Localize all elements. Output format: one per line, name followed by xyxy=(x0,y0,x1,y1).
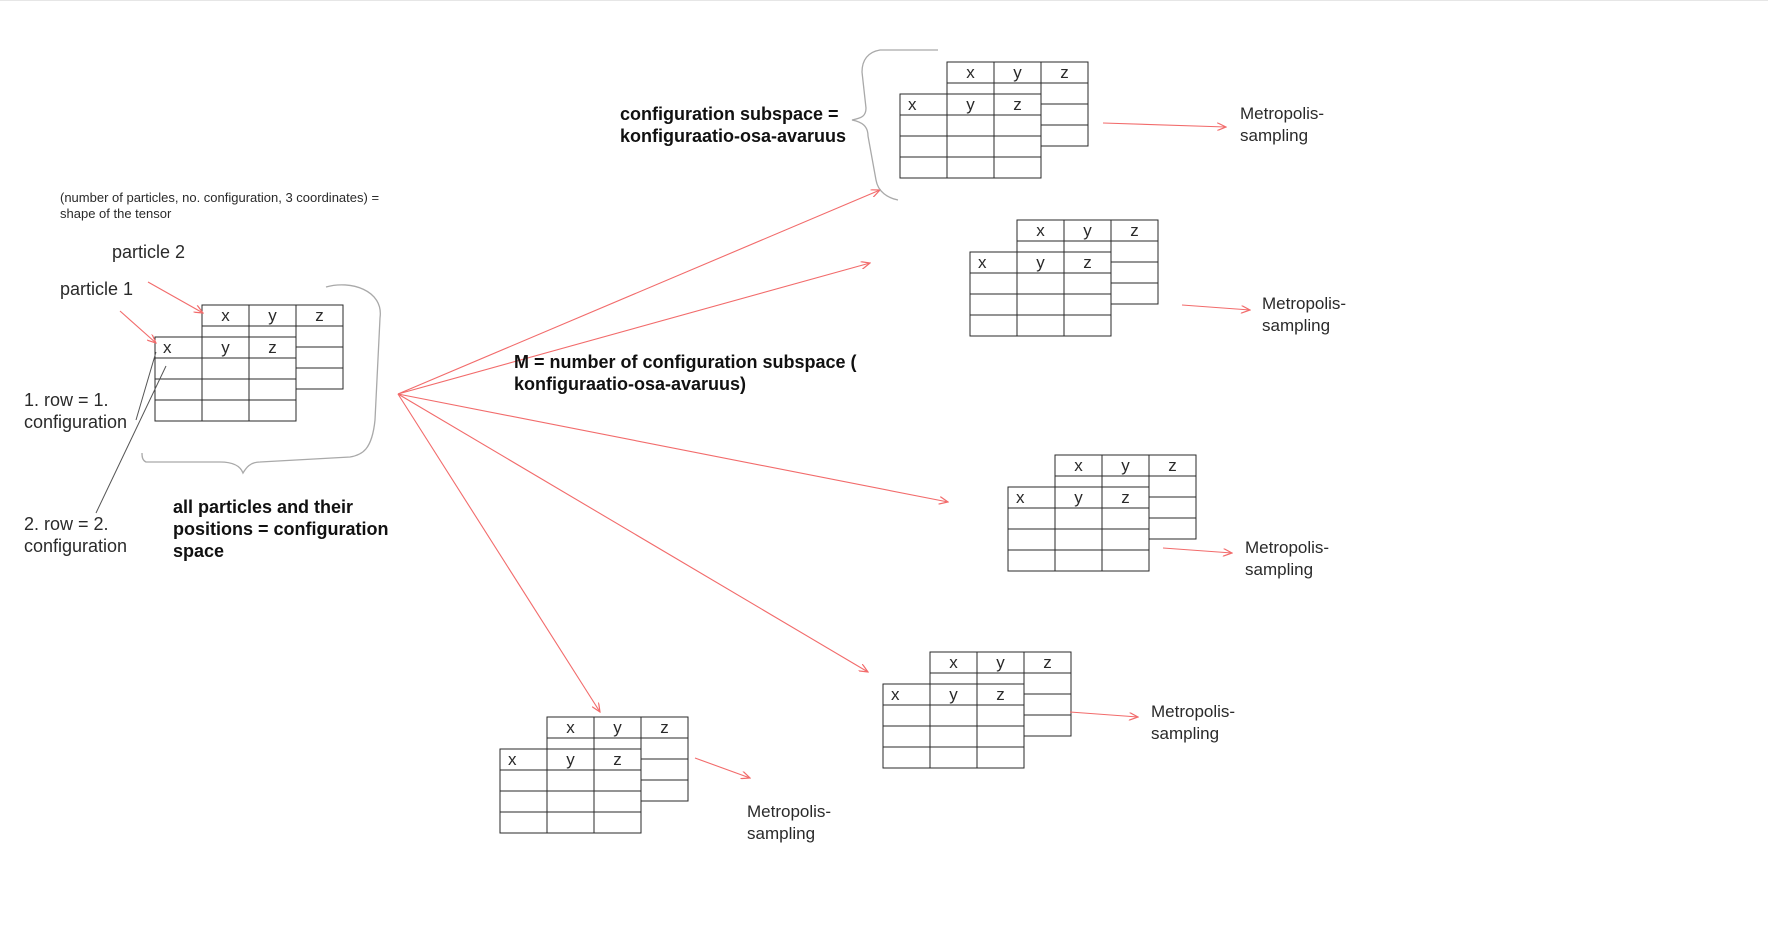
header-z: z xyxy=(660,718,669,737)
header-z: z xyxy=(613,750,622,769)
arrow-particle-2 xyxy=(147,281,203,313)
header-x: x xyxy=(163,338,172,357)
metropolis-sampling-label-4: Metropolis- sampling xyxy=(1151,702,1236,743)
header-x: x xyxy=(978,253,987,272)
metropolis-sampling-label-2: Metropolis- sampling xyxy=(1262,294,1347,335)
header-z: z xyxy=(1013,95,1022,114)
header-y: y xyxy=(996,653,1005,672)
subspace-3-front-table: x y z xyxy=(1007,486,1150,572)
header-z: z xyxy=(1121,488,1130,507)
header-x: x xyxy=(566,718,575,737)
header-y: y xyxy=(268,306,277,325)
header-y: y xyxy=(1083,221,1092,240)
header-y: y xyxy=(1036,253,1045,272)
arrow-to-subspace-1 xyxy=(397,190,880,395)
misc-strokes xyxy=(95,49,938,514)
header-z: z xyxy=(996,685,1005,704)
header-y: y xyxy=(613,718,622,737)
header-x: x xyxy=(891,685,900,704)
header-z: z xyxy=(1168,456,1177,475)
header-y: y xyxy=(566,750,575,769)
header-x: x xyxy=(966,63,975,82)
arrow-to-subspace-2 xyxy=(397,263,870,395)
header-x: x xyxy=(221,306,230,325)
header-y: y xyxy=(1121,456,1130,475)
configuration-subspace-label: configuration subspace = konfiguraatio-o… xyxy=(620,104,847,146)
m-definition-label: M = number of configuration subspace ( k… xyxy=(514,352,857,394)
arrow-to-subspace-5 xyxy=(397,393,600,712)
arrow-sampling-3 xyxy=(1162,547,1232,553)
header-x: x xyxy=(908,95,917,114)
header-y: y xyxy=(966,95,975,114)
header-z: z xyxy=(1043,653,1052,672)
particle-2-label: particle 2 xyxy=(112,242,186,262)
header-z: z xyxy=(1130,221,1139,240)
row-1-pointer-line xyxy=(135,351,157,421)
header-y: y xyxy=(949,685,958,704)
header-z: z xyxy=(1060,63,1069,82)
configuration-space-bracket xyxy=(141,284,381,475)
metropolis-sampling-label-3: Metropolis- sampling xyxy=(1245,538,1330,579)
tensor-shape-note: (number of particles, no. configuration,… xyxy=(60,190,380,221)
configuration-space-label: all particles and their positions = conf… xyxy=(173,497,389,561)
arrow-particle-1 xyxy=(119,310,156,343)
header-x: x xyxy=(508,750,517,769)
header-x: x xyxy=(1074,456,1083,475)
header-x: x xyxy=(949,653,958,672)
configuration-space-front-table: x y z xyxy=(154,336,297,422)
arrow-sampling-5 xyxy=(694,757,750,778)
header-y: y xyxy=(1013,63,1022,82)
arrow-sampling-2 xyxy=(1181,304,1250,310)
subspace-5-front-table: x y z xyxy=(499,748,642,834)
row-1-label: 1. row = 1. configuration xyxy=(24,390,128,432)
row-2-pointer-line xyxy=(95,365,167,514)
arrows-layer xyxy=(119,122,1250,778)
metropolis-sampling-label-1: Metropolis- sampling xyxy=(1240,104,1325,145)
header-z: z xyxy=(268,338,277,357)
particle-1-label: particle 1 xyxy=(60,279,134,299)
arrow-to-subspace-4 xyxy=(397,393,868,672)
header-z: z xyxy=(315,306,324,325)
row-2-label: 2. row = 2. configuration xyxy=(24,514,128,556)
subspace-1-front-table: x y z xyxy=(899,93,1042,179)
arrow-sampling-1 xyxy=(1102,122,1226,127)
header-z: z xyxy=(1083,253,1092,272)
header-x: x xyxy=(1016,488,1025,507)
metropolis-sampling-label-5: Metropolis- sampling xyxy=(747,802,832,843)
top-divider xyxy=(0,0,1768,1)
header-x: x xyxy=(1036,221,1045,240)
header-y: y xyxy=(221,338,230,357)
subspace-2-front-table: x y z xyxy=(969,251,1112,337)
subspace-4-front-table: x y z xyxy=(882,683,1025,769)
configuration-subspace-bracket xyxy=(851,49,938,201)
arrow-to-subspace-3 xyxy=(397,393,948,502)
arrow-sampling-4 xyxy=(1069,711,1138,717)
header-y: y xyxy=(1074,488,1083,507)
